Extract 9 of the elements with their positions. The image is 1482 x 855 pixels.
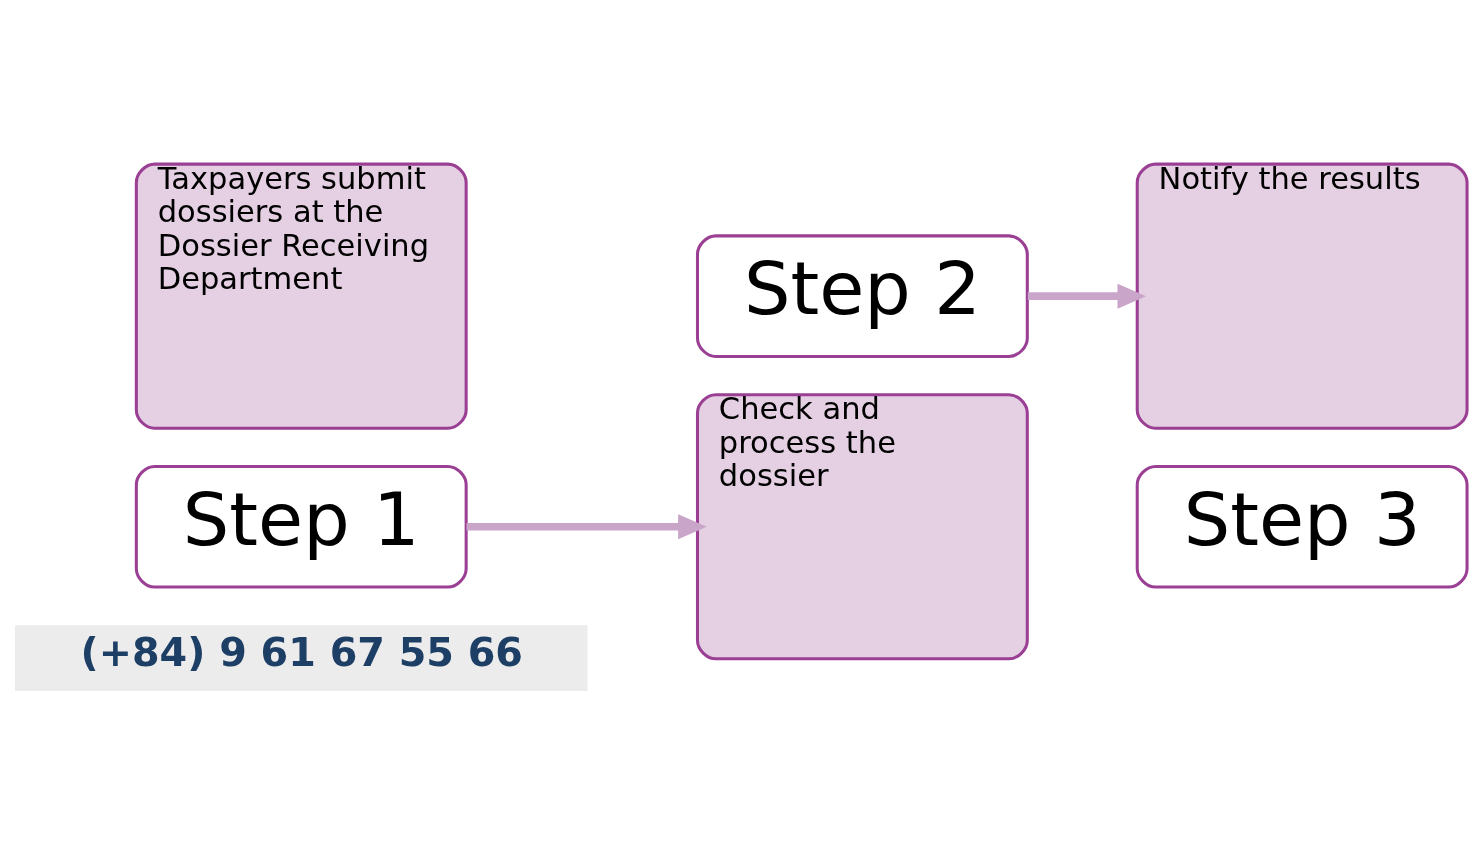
node-box: Taxpayers submit dossiers at the Dossier Receiving Department	[134, 162, 468, 430]
node-box: Check and process the dossier	[695, 393, 1029, 661]
node-box: Step 1	[134, 464, 468, 589]
node-box: Notify the results	[1135, 162, 1469, 430]
label: (+84) 9 61 67 55 66	[80, 629, 523, 676]
node-box: Step 2	[695, 234, 1029, 359]
node-box: Step 3	[1135, 464, 1469, 589]
arrow	[466, 514, 707, 540]
arrow	[1027, 283, 1147, 309]
